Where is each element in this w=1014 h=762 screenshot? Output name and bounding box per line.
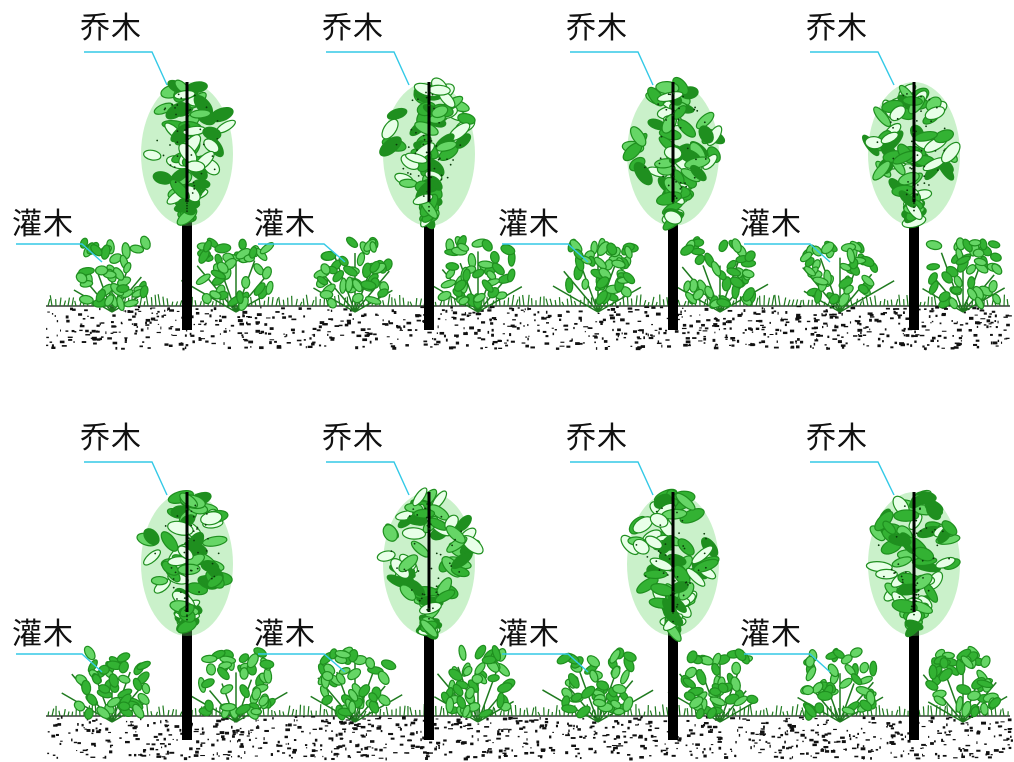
leader-line: [258, 243, 346, 263]
leader-line: [810, 461, 895, 496]
shrub-icon: [552, 237, 642, 313]
shrub-label: 灌木: [12, 617, 74, 652]
leader-line: [326, 461, 410, 496]
soil-strip: [46, 305, 1012, 351]
shrub-icon: [73, 235, 151, 313]
shrub-icon: [797, 647, 884, 723]
shrub-icon: [542, 647, 654, 723]
tree-label: 乔木: [322, 421, 384, 456]
shrub-icon: [313, 236, 393, 313]
shrub-label: 灌木: [740, 207, 802, 242]
leader-line: [502, 243, 589, 263]
shrub-icon: [180, 237, 275, 313]
tree-label: 乔木: [80, 421, 142, 456]
leader-line: [744, 243, 831, 263]
tree-label: 乔木: [806, 421, 868, 456]
shrub-label: 灌木: [254, 617, 316, 652]
shrub-icon: [667, 648, 759, 723]
shrub-icon: [61, 645, 151, 723]
tree-icon: [620, 488, 720, 740]
shrub-icon: [799, 240, 895, 313]
shrub-icon: [189, 647, 288, 723]
leader-line: [502, 653, 589, 673]
leader-line: [16, 653, 103, 673]
tree-label: 乔木: [566, 11, 628, 46]
tree-icon: [141, 79, 236, 330]
leader-line: [326, 51, 410, 86]
tree-icon: [376, 487, 484, 740]
shrub-icon: [310, 646, 403, 723]
tree-label: 乔木: [322, 11, 384, 46]
shrub-icon: [922, 237, 1006, 313]
leader-line: [84, 461, 168, 496]
leader-line: [570, 461, 654, 496]
tree-icon: [621, 76, 726, 330]
tree-label: 乔木: [80, 11, 142, 46]
leader-line: [84, 51, 168, 86]
shrub-icon: [669, 236, 769, 313]
shrub-icon: [922, 645, 1008, 723]
leader-line: [810, 51, 895, 86]
shrub-label: 灌木: [498, 207, 560, 242]
leader-line: [744, 653, 831, 673]
shrub-label: 灌木: [254, 207, 316, 242]
leader-line: [16, 243, 103, 263]
leader-line: [570, 51, 654, 86]
shrub-label: 灌木: [740, 617, 802, 652]
tree-icon: [379, 77, 476, 330]
tree-icon: [865, 489, 961, 740]
shrub-label: 灌木: [12, 207, 74, 242]
tree-label: 乔木: [566, 421, 628, 456]
tree-label: 乔木: [806, 11, 868, 46]
leader-line: [258, 653, 346, 673]
tree-icon: [136, 489, 233, 740]
shrub-icon: [432, 235, 523, 313]
shrub-icon: [433, 644, 516, 723]
tree-icon: [861, 82, 961, 330]
shrub-label: 灌木: [498, 617, 560, 652]
